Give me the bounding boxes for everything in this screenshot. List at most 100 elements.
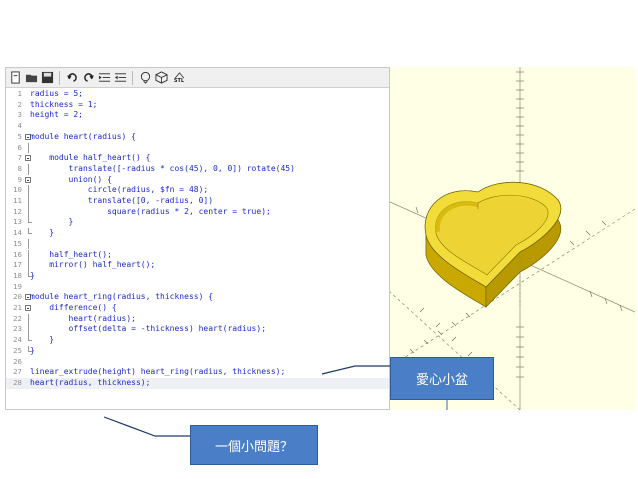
preview-icon[interactable] — [138, 71, 152, 85]
code-line[interactable]: 2 thickness = 1; — [6, 100, 389, 111]
fold-marker — [25, 345, 33, 357]
line-number: 18 — [13, 270, 22, 280]
fold-marker — [25, 121, 33, 132]
line-number: 22 — [13, 313, 22, 323]
callout-heart-tray: 愛心小盆 — [390, 357, 494, 400]
code-line[interactable]: 11 translate([0, -radius, 0]) — [6, 196, 389, 207]
code-line[interactable]: 5 module heart(radius) { — [6, 132, 389, 143]
code-text: thickness = 1; — [30, 99, 98, 109]
code-text: half_heart(); — [30, 249, 112, 259]
redo-icon[interactable] — [81, 71, 95, 85]
code-line[interactable]: 18} — [6, 270, 389, 282]
code-text: } — [30, 345, 35, 355]
unindent-icon[interactable] — [97, 71, 111, 85]
line-number: 11 — [13, 196, 22, 205]
code-line[interactable]: 26 — [6, 357, 389, 368]
line-number: 23 — [13, 324, 22, 334]
code-line[interactable]: 24 } — [6, 335, 389, 346]
fold-marker[interactable] — [25, 303, 33, 314]
callout-small-problem: 一個小問題？ — [190, 425, 318, 465]
code-line[interactable]: 14 } — [6, 228, 389, 239]
code-text: difference() { — [30, 303, 117, 312]
3d-viewport[interactable] — [390, 67, 635, 410]
code-line[interactable]: 3 height = 2; — [6, 110, 389, 121]
new-file-icon[interactable] — [8, 71, 22, 85]
code-line[interactable]: 19 — [6, 282, 389, 293]
line-number: 14 — [13, 228, 22, 238]
line-number: 27 — [13, 367, 22, 377]
toolbar-separator — [59, 70, 60, 85]
viewport-canvas — [390, 67, 635, 410]
toolbar-separator — [132, 70, 133, 85]
line-number: 28 — [13, 377, 22, 387]
line-number: 21 — [13, 303, 22, 312]
code-line[interactable]: 23 offset(delta = -thickness) heart(radi… — [6, 324, 389, 336]
open-file-icon[interactable] — [24, 71, 38, 85]
code-text: height = 2; — [30, 110, 83, 120]
render-icon[interactable] — [154, 71, 168, 85]
stl-label: STL — [173, 77, 185, 84]
line-number: 2 — [17, 99, 22, 109]
code-text: } — [30, 270, 35, 280]
code-line[interactable]: 22 heart(radius); — [6, 313, 389, 325]
line-number: 7 — [17, 153, 22, 163]
indent-icon[interactable] — [113, 71, 127, 85]
line-number: 5 — [17, 131, 22, 141]
code-line[interactable]: 12 square(radius * 2, center = true); — [6, 206, 389, 218]
line-number: 3 — [17, 110, 22, 120]
line-number: 16 — [13, 249, 22, 259]
code-line[interactable]: 21 difference() { — [6, 303, 389, 314]
fold-marker — [25, 238, 33, 250]
line-number: 10 — [13, 185, 22, 195]
line-number: 19 — [13, 281, 22, 291]
line-number: 8 — [17, 163, 22, 173]
fold-marker[interactable] — [25, 175, 33, 186]
line-number: 24 — [13, 335, 22, 345]
code-line[interactable]: 15 — [6, 238, 389, 250]
code-text: offset(delta = -thickness) heart(radius)… — [30, 324, 267, 334]
fold-marker — [25, 217, 33, 228]
code-line[interactable]: 13 } — [6, 217, 389, 228]
line-number: 6 — [17, 142, 22, 152]
code-line[interactable]: 8 translate([-radius * cos(45), 0, 0]) r… — [6, 163, 389, 175]
code-line[interactable]: 25} — [6, 345, 389, 357]
fold-marker — [25, 324, 33, 336]
code-line[interactable]: 28 heart(radius, thickness); — [6, 377, 389, 389]
code-line[interactable]: 9 union() { — [6, 175, 389, 186]
fold-marker — [25, 206, 33, 218]
export-stl-icon[interactable]: STL — [170, 71, 188, 85]
code-text: union() { — [30, 174, 112, 184]
fold-marker[interactable] — [25, 153, 33, 164]
code-text: } — [30, 217, 74, 227]
save-icon[interactable] — [40, 71, 54, 85]
code-line[interactable]: 4 — [6, 121, 389, 132]
fold-marker — [25, 228, 33, 239]
code-text: module heart(radius) { — [30, 131, 136, 141]
code-text: circle(radius, $fn = 48); — [30, 185, 209, 195]
fold-marker — [25, 185, 33, 196]
fold-marker — [25, 163, 33, 175]
code-line[interactable]: 10 circle(radius, $fn = 48); — [6, 185, 389, 196]
code-text: radius = 5; — [30, 89, 83, 98]
undo-icon[interactable] — [65, 71, 79, 85]
fold-marker[interactable] — [25, 292, 33, 303]
code-text: translate([-radius * cos(45), 0, 0]) rot… — [30, 163, 295, 173]
code-text: heart(radius); — [30, 313, 136, 323]
code-text: heart(radius, thickness); — [30, 377, 151, 387]
fold-marker — [25, 249, 33, 261]
line-number: 20 — [13, 292, 22, 302]
code-text: } — [30, 228, 55, 238]
code-line[interactable]: 16 half_heart(); — [6, 249, 389, 261]
code-text: mirror() half_heart(); — [30, 260, 156, 270]
code-line[interactable]: 7 module half_heart() { — [6, 153, 389, 164]
fold-marker — [25, 270, 33, 282]
code-text: module half_heart() { — [30, 153, 151, 163]
code-line[interactable]: 17 mirror() half_heart(); — [6, 260, 389, 271]
code-line[interactable]: 6 — [6, 142, 389, 154]
fold-marker[interactable] — [25, 132, 33, 143]
